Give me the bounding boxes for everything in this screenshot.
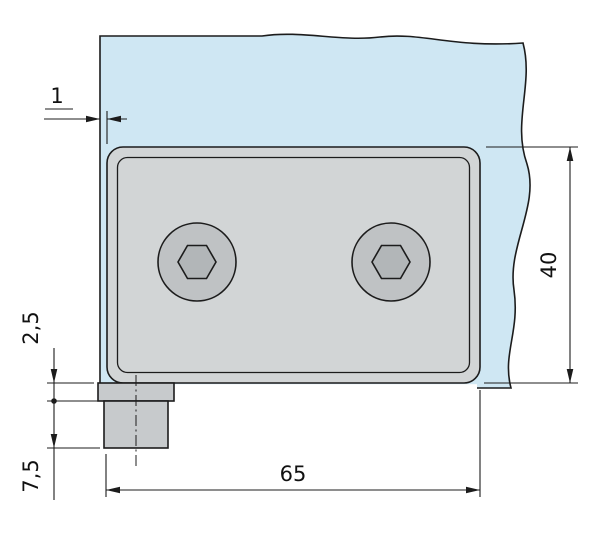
screw-right-hex-socket-icon xyxy=(371,244,411,280)
clamp-body xyxy=(106,146,481,384)
arrowhead-icon xyxy=(50,369,58,383)
dim-label-glass-offset: 1 xyxy=(50,84,63,108)
arrowhead-icon xyxy=(86,115,100,123)
background-mask xyxy=(170,384,477,393)
dim-label-body-height: 40 xyxy=(537,252,561,279)
dimension-body-width: 65 xyxy=(105,390,481,497)
arrowhead-icon xyxy=(566,369,574,383)
arrowhead-icon xyxy=(50,434,58,448)
dimension-step-and-shoe: 2,5 7,5 xyxy=(19,311,100,500)
dimension-dot-icon xyxy=(51,398,57,404)
screw-left-hex-socket-icon xyxy=(177,244,217,280)
dimension-body-height: 40 xyxy=(484,146,578,384)
arrowhead-icon xyxy=(566,147,574,161)
arrowhead-icon xyxy=(106,486,120,494)
dim-label-shoe-height: 7,5 xyxy=(19,459,43,492)
dim-label-step-height: 2,5 xyxy=(19,311,43,344)
arrowhead-icon xyxy=(107,115,121,123)
dim-label-body-width: 65 xyxy=(280,462,307,486)
clamp-body-inner-edge xyxy=(116,156,471,374)
arrowhead-icon xyxy=(466,486,480,494)
dimension-glass-offset: 1 xyxy=(44,84,127,144)
